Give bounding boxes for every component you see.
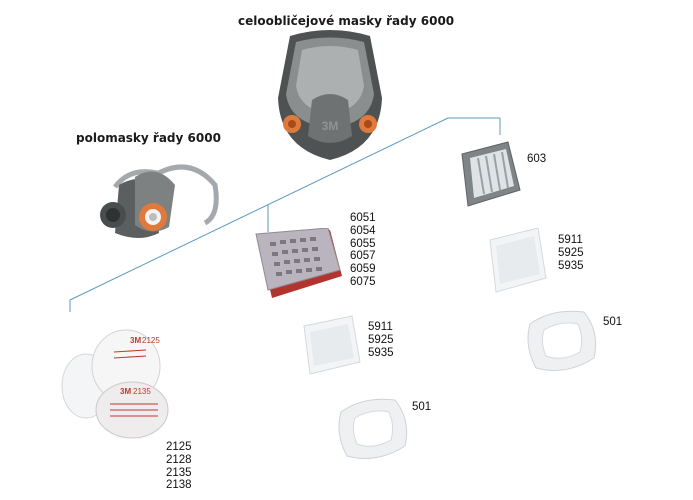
prefilter-pad-left-image: [303, 315, 361, 375]
filter-adapter-image: [461, 141, 521, 207]
particulate-filters-image: 3M 2125 3M 2135: [61, 329, 169, 439]
retainer-left-code: 501: [412, 401, 431, 414]
cartridge-codes: 6051 6054 6055 6057 6059 6075: [350, 212, 376, 289]
code-label: 6051: [350, 212, 376, 224]
code-label: 5911: [558, 234, 583, 246]
prefilter-left-codes: 5911 5925 5935: [368, 321, 394, 359]
code-label: 501: [412, 401, 432, 413]
full-face-mask-heading: celoobličejové masky řady 6000: [238, 14, 455, 28]
code-label: 2125: [166, 441, 192, 453]
code-label: 5935: [368, 346, 394, 359]
filter-b-brand: 3M: [120, 387, 131, 396]
code-label: 603: [527, 153, 547, 165]
retainer-right-code: 501: [603, 316, 622, 329]
mask-logo-text: 3M: [322, 119, 339, 133]
adapter-code: 603: [527, 153, 546, 166]
code-label: 6055: [350, 237, 376, 250]
prefilter-pad-right-image: [489, 227, 547, 293]
code-label: 6054: [350, 224, 376, 237]
filter-a-brand: 3M: [130, 336, 141, 345]
code-label: 2135: [166, 466, 192, 479]
code-label: 6075: [350, 275, 376, 288]
code-label: 5911: [368, 321, 393, 333]
code-label: 5925: [558, 246, 584, 259]
half-mask-image: [100, 164, 219, 238]
filter-a-code: 2125: [142, 336, 160, 345]
retainer-right-image: [527, 310, 597, 371]
code-label: 5935: [558, 259, 584, 272]
gas-cartridge-image: [255, 228, 342, 298]
connector-main-diagonal: [69, 117, 449, 301]
code-label: 2138: [166, 479, 192, 492]
filters-2100-codes: 2125 2128 2135 2138: [166, 441, 192, 492]
filter-b-code: 2135: [133, 387, 151, 396]
half-mask-heading: polomasky řady 6000: [76, 131, 221, 145]
code-label: 6059: [350, 263, 376, 276]
code-label: 5925: [368, 333, 394, 346]
code-label: 6057: [350, 250, 376, 263]
full-face-mask-image: 3M: [278, 30, 382, 160]
code-label: 501: [603, 316, 623, 328]
retainer-left-image: [338, 398, 408, 459]
code-label: 2128: [166, 453, 192, 466]
prefilter-right-codes: 5911 5925 5935: [558, 234, 584, 272]
